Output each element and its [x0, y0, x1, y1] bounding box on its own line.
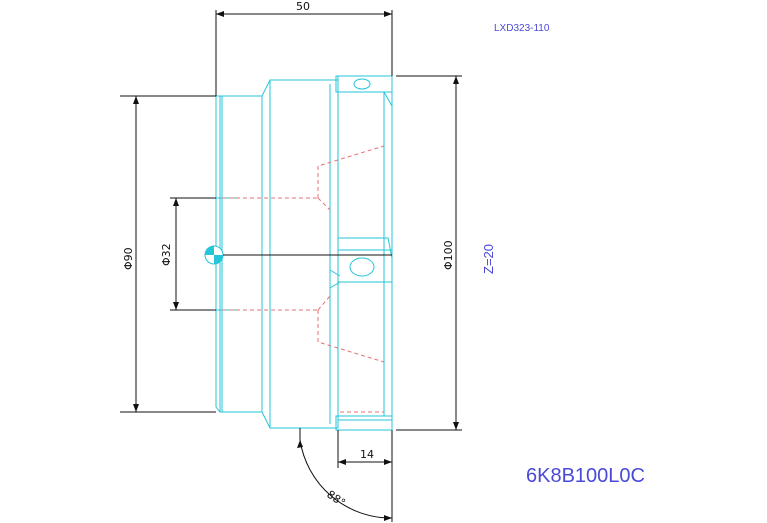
- dimension-angle: 88°: [297, 428, 393, 522]
- dimension-length: 50: [215, 0, 393, 96]
- hub-dia-label: Φ90: [122, 247, 135, 270]
- angle-label: 88°: [324, 488, 347, 510]
- teeth-count: Z=20: [481, 244, 496, 274]
- model-number: 6K8B100L0C: [526, 465, 645, 487]
- center-marker: [204, 245, 392, 265]
- cutter-body-outline: [215, 75, 393, 432]
- dimension-bore-dia: Φ32: [160, 197, 216, 311]
- insert-depth-label: 14: [360, 448, 374, 461]
- dimension-hub-dia: Φ90: [120, 95, 216, 413]
- bore-dia-label: Φ32: [160, 243, 173, 266]
- hidden-lines: [222, 145, 385, 413]
- dimension-insert-depth: 14: [337, 430, 393, 468]
- part-code: LXD323-110: [494, 23, 550, 34]
- cutter-dia-label: Φ100: [442, 240, 455, 270]
- dimension-cutter-dia: Φ100: [396, 75, 462, 431]
- length-label: 50: [296, 0, 310, 13]
